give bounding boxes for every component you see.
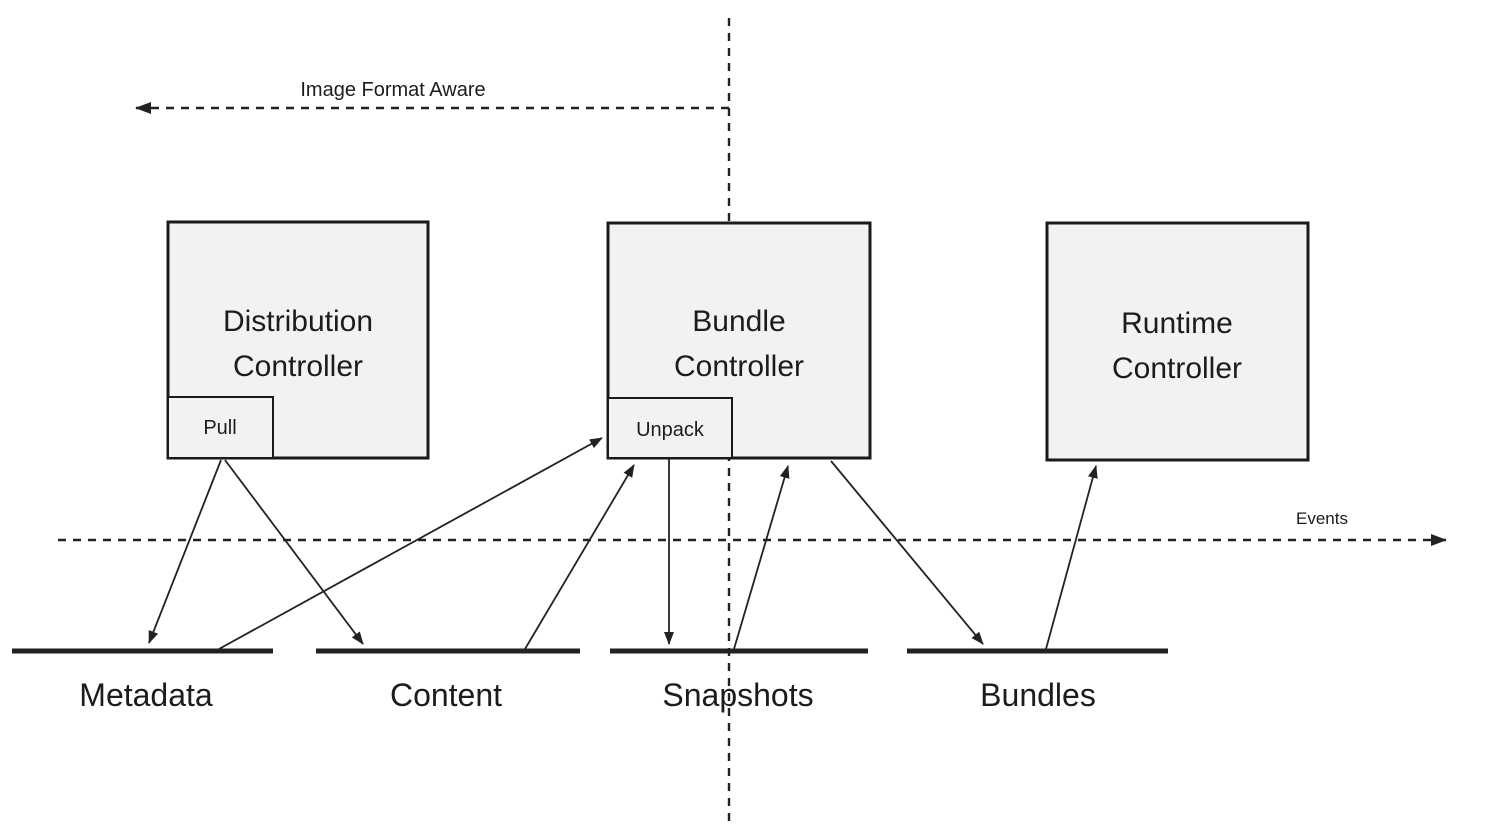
pull-operation-label: Pull [203, 417, 236, 439]
unpack-operation-box [607, 397, 733, 459]
bundle-controller-label-line2: Controller [674, 350, 804, 383]
distribution-controller-label-line1: Distribution [223, 305, 373, 338]
image-format-aware-label: Image Format Aware [300, 79, 485, 101]
edge-pull-to-metadata [148, 459, 222, 644]
bundles-store-label: Bundles [980, 677, 1096, 713]
runtime-controller-label-line2: Controller [1112, 352, 1242, 385]
content-store-label: Content [390, 677, 502, 713]
pull-operation-box [167, 396, 274, 459]
runtime-controller-box [1045, 221, 1310, 462]
edge-bundle-controller-to-bundles [830, 460, 984, 645]
events-label: Events [1296, 509, 1348, 528]
runtime-controller-label-line1: Runtime [1121, 307, 1233, 340]
metadata-store-label: Metadata [79, 677, 213, 713]
distribution-controller-label-line2: Controller [233, 350, 363, 383]
edge-pull-to-content [224, 459, 364, 645]
unpack-operation-label: Unpack [636, 419, 705, 441]
edge-metadata-to-unpack [218, 437, 603, 650]
edge-bundles-to-runtime-controller [1045, 465, 1098, 650]
snapshots-store-label: Snapshots [662, 677, 813, 713]
edge-snapshots-to-bundle-controller [733, 465, 790, 650]
edge-content-to-unpack [524, 464, 635, 650]
bundle-controller-label-line1: Bundle [692, 305, 785, 338]
